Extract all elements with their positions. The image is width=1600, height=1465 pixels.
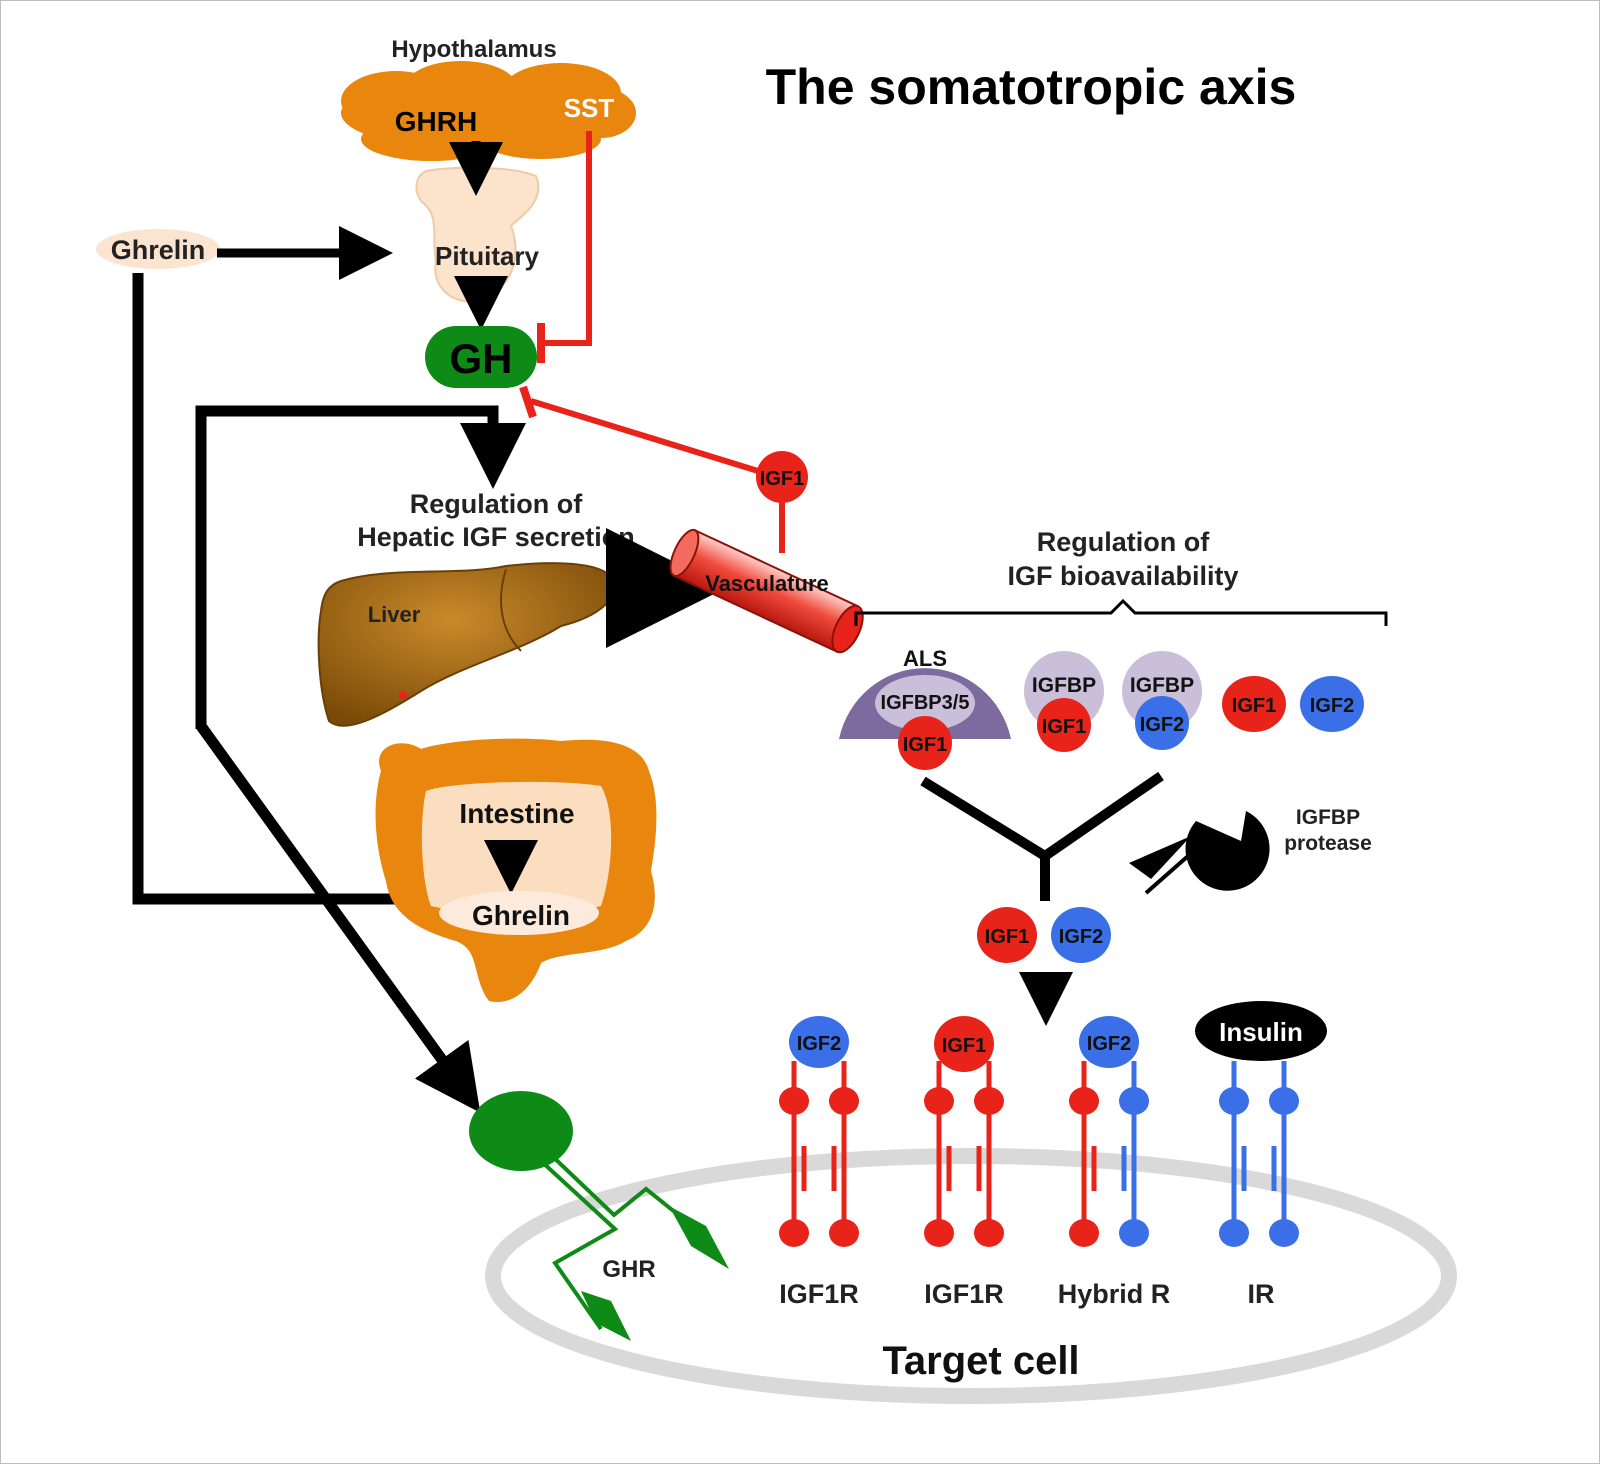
ir-label: IR	[1248, 1279, 1275, 1309]
free-igf1-label: IGF1	[1232, 695, 1276, 717]
igfbp-b-igf2-label: IGF2	[1140, 714, 1184, 736]
igf1r-a-label: IGF1R	[779, 1279, 859, 1309]
hybrid-lower-domain	[1119, 1219, 1149, 1247]
igf1r-b-ligand-label: IGF1	[942, 1035, 986, 1057]
igf1-feedback-label: IGF1	[760, 468, 804, 490]
released-igf2-node	[1051, 907, 1111, 963]
vasculature-label: Vasculature	[705, 571, 829, 596]
bioavailability-funnel	[920, 771, 1164, 862]
als-label: ALS	[903, 646, 947, 671]
als-igf1-label: IGF1	[903, 734, 947, 756]
liver-label: Liver	[368, 602, 421, 627]
vasculature-vessel	[669, 528, 864, 654]
hybrid-lower-domain	[1069, 1219, 1099, 1247]
liver-lobe-line	[500, 568, 522, 652]
gh-node	[425, 326, 537, 388]
ghr-label: GHR	[602, 1256, 655, 1283]
igfbp35-label: IGFBP3/5	[881, 692, 970, 714]
receptors-group	[779, 1061, 1299, 1247]
igf1r-a-upper-domain	[829, 1087, 859, 1115]
hybrid-upper-domain	[1119, 1087, 1149, 1115]
pituitary-label: Pituitary	[435, 241, 540, 271]
intestine-label: Intestine	[459, 798, 574, 829]
liver-shape	[317, 562, 616, 727]
igf1-feedback-node	[756, 451, 808, 503]
ghrelin-left-label: Ghrelin	[111, 235, 206, 265]
intestine-ghrelin-label: Ghrelin	[472, 900, 570, 931]
released-igf1-label: IGF1	[985, 926, 1029, 948]
igfbp-b-label: IGFBP	[1130, 674, 1194, 697]
hepatic-line1: Regulation of	[410, 489, 583, 519]
hepatic-line2: Hepatic IGF secretion	[357, 522, 635, 552]
igf1r-a-ligand-label: IGF2	[797, 1033, 841, 1055]
intestine-ghrelin-badge	[439, 891, 599, 935]
ir-lower-domain	[1219, 1219, 1249, 1247]
bioavailability-bracket	[854, 598, 1388, 626]
igfbp-a-label: IGFBP	[1032, 674, 1096, 697]
ir-ligand-insulin	[1195, 1001, 1327, 1061]
target-cell-membrane	[485, 1148, 1457, 1404]
igfbp35-node	[875, 675, 975, 731]
protease-line1: IGFBP	[1296, 806, 1360, 829]
released-igf2-label: IGF2	[1059, 926, 1103, 948]
ir-lower-domain	[1269, 1219, 1299, 1247]
igfbp-a-igf1-node	[1037, 698, 1091, 752]
igf1r-b-lower-domain	[924, 1219, 954, 1247]
gh-receptor	[469, 1091, 729, 1341]
igf1-feedback-bar	[519, 385, 537, 419]
sst-label: SST	[564, 93, 615, 123]
target-cell-label: Target cell	[882, 1339, 1079, 1383]
ir-ligand-label: Insulin	[1219, 1017, 1303, 1047]
free-igf1-node	[1222, 676, 1286, 732]
igf1r-b-upper-domain	[974, 1087, 1004, 1115]
hybrid-ligand-label: IGF2	[1087, 1033, 1131, 1055]
igf1r-a-ligand-igf2	[789, 1016, 849, 1068]
liver-marker	[399, 691, 407, 699]
igf1r-a-lower-domain	[829, 1219, 859, 1247]
protease-icon	[1129, 811, 1270, 895]
ir-upper-domain	[1219, 1087, 1249, 1115]
sst-inhibition-line	[541, 131, 592, 346]
ghrh-label: GHRH	[395, 106, 477, 137]
diagram-title: The somatotropic axis	[766, 59, 1297, 115]
ir-upper-domain	[1269, 1087, 1299, 1115]
igf1r-b-lower-domain	[974, 1219, 1004, 1247]
igf1r-b-label: IGF1R	[924, 1279, 1004, 1309]
hybrid-label: Hybrid R	[1058, 1279, 1171, 1309]
bioavailability-line2: IGF bioavailability	[1007, 561, 1238, 591]
protease-line2: protease	[1284, 832, 1372, 855]
hybrid-upper-domain	[1069, 1087, 1099, 1115]
gh-to-liver-line	[195, 405, 526, 729]
igfbp-a-igf1-label: IGF1	[1042, 716, 1086, 738]
bioavailability-line1: Regulation of	[1037, 527, 1210, 557]
igfbp-b-igf2-node	[1135, 696, 1189, 750]
free-igf2-node	[1300, 676, 1364, 732]
igf1r-b-upper-domain	[924, 1087, 954, 1115]
ghrelin-left-badge	[96, 229, 220, 269]
gh-to-target-line	[196, 722, 481, 1113]
hybrid-ligand-igf2	[1079, 1016, 1139, 1068]
released-igf1-node	[977, 907, 1037, 963]
free-igf2-label: IGF2	[1310, 695, 1354, 717]
igf1r-a-lower-domain	[779, 1219, 809, 1247]
igf1r-b-ligand-igf1	[934, 1016, 994, 1072]
intestine-shape	[375, 738, 657, 1002]
als-igf1-node	[898, 716, 952, 770]
gh-label: GH	[450, 335, 513, 382]
hypothalamus-label: Hypothalamus	[391, 36, 556, 63]
igf1-feedback-line	[530, 398, 759, 474]
igf1r-a-upper-domain	[779, 1087, 809, 1115]
